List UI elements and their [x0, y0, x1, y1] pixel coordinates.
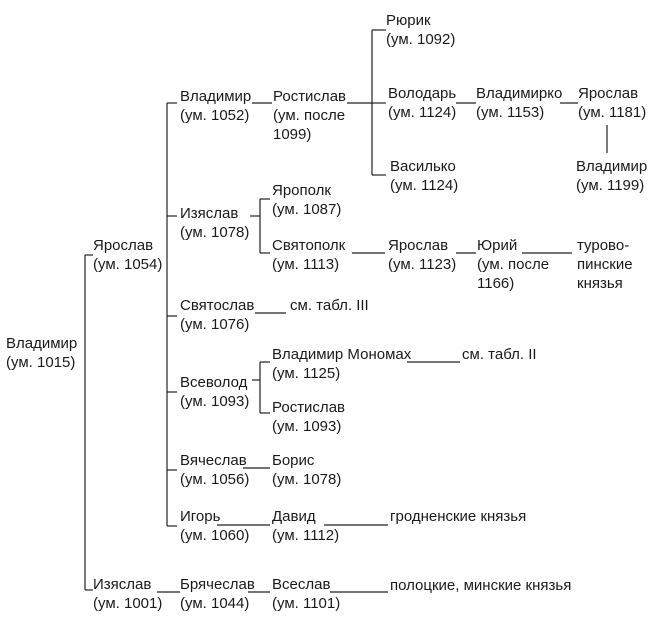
person-date: (ум. 1052) — [180, 107, 250, 124]
person-name: Ростислав — [272, 399, 346, 416]
person-vasilko-1124: Василько (ум. 1124) — [390, 157, 458, 195]
person-name: Василько — [390, 158, 456, 175]
person-date: (ум. 1092) — [386, 31, 456, 48]
person-volodar-1124: Володарь (ум. 1124) — [388, 84, 456, 122]
person-date: (ум. 1056) — [180, 471, 250, 488]
person-name: Изяслав — [93, 576, 152, 593]
person-name: Всеслав — [272, 576, 331, 593]
person-name: Владимир — [576, 158, 648, 175]
person-yaroslav-1054: Ярослав (ум. 1054) — [93, 236, 162, 274]
person-date: (ум. 1113) — [272, 256, 340, 273]
person-date: (ум. 1015) — [6, 354, 76, 371]
person-date: (ум. 1087) — [272, 201, 342, 218]
note-see-table-3: см. табл. III — [290, 297, 369, 314]
person-date: (ум. 1093) — [180, 393, 250, 410]
person-date: (ум. 1101) — [272, 595, 341, 612]
note-turov-pinsk: турово- пинские князья — [577, 236, 633, 293]
person-vladimir-1199: Владимир (ум. 1199) — [576, 157, 647, 195]
person-name: Владимир Мономах — [272, 346, 412, 363]
person-date: (ум. 1001) — [93, 595, 163, 612]
person-name: Ярослав — [578, 85, 639, 102]
person-yaroslav-1123: Ярослав (ум. 1123) — [388, 236, 456, 274]
person-name: Давид — [272, 508, 316, 525]
person-name: Рюрик — [386, 12, 431, 29]
person-date: (ум. 1199) — [576, 177, 645, 194]
person-monomakh-1125: Владимир Мономах (ум. 1125) — [272, 345, 411, 383]
person-vladimirko-1153: Владимирко (ум. 1153) — [476, 84, 562, 122]
person-svyatopolk-1113: Святополк (ум. 1113) — [272, 236, 345, 274]
person-date: (ум. 1181) — [578, 104, 647, 121]
note-line: пинские — [577, 256, 633, 273]
person-name: Изяслав — [180, 205, 239, 222]
note-grodno: гродненские князья — [390, 508, 527, 525]
person-name: Владимирко — [476, 85, 563, 102]
note-line: князья — [577, 275, 623, 292]
person-date: (ум. 1093) — [272, 418, 342, 435]
person-date-cont: 1166) — [477, 275, 515, 292]
person-vyacheslav-1056: Вячеслав (ум. 1056) — [180, 451, 249, 489]
person-ryurik-1092: Рюрик (ум. 1092) — [386, 11, 455, 49]
person-vsevolod-1093: Всеволод (ум. 1093) — [180, 373, 249, 411]
person-name: Владимир — [6, 335, 78, 352]
person-izyaslav-1078: Изяслав (ум. 1078) — [180, 204, 249, 242]
person-yaropolk-1087: Ярополк (ум. 1087) — [272, 181, 341, 219]
person-date: (ум. 1125) — [272, 365, 341, 382]
person-name: Святополк — [272, 237, 346, 254]
person-name: Всеволод — [180, 374, 248, 391]
person-name: Ярополк — [272, 182, 331, 199]
person-yaroslav-1181: Ярослав (ум. 1181) — [578, 84, 646, 122]
person-izyaslav-1001: Изяслав (ум. 1001) — [93, 575, 162, 613]
person-vseslav-1101: Всеслав (ум. 1101) — [272, 575, 340, 613]
person-date: (ум. после — [477, 256, 550, 273]
person-name: Святослав — [180, 297, 255, 314]
person-name: Ярослав — [388, 237, 449, 254]
note-polotsk: полоцкие, минские князья — [390, 577, 572, 594]
person-rostislav-1099: Ростислав (ум. после 1099) — [273, 87, 346, 144]
person-vladimir-1052: Владимир (ум. 1052) — [180, 87, 251, 125]
person-name: Игорь — [180, 508, 221, 525]
person-date: (ум. 1078) — [180, 224, 250, 241]
person-date: (ум. после — [273, 107, 346, 124]
person-name: Ростислав — [273, 88, 347, 105]
person-date: (ум. 1153) — [476, 104, 545, 121]
person-bryachislav-1044: Брячеслав (ум. 1044) — [180, 575, 255, 613]
person-date: (ум. 1123) — [388, 256, 457, 273]
person-rostislav-1093: Ростислав (ум. 1093) — [272, 398, 345, 436]
person-yuri-1166: Юрий (ум. после 1166) — [477, 236, 549, 293]
note-see-table-2: см. табл. II — [462, 346, 537, 363]
person-date: (ум. 1078) — [272, 471, 342, 488]
person-name: Володарь — [388, 85, 457, 102]
person-name: Владимир — [180, 88, 252, 105]
person-svyatoslav-1076: Святослав (ум. 1076) — [180, 296, 254, 334]
person-name: Ярослав — [93, 237, 154, 254]
person-name: Вячеслав — [180, 452, 247, 469]
person-date: (ум. 1054) — [93, 256, 163, 273]
person-date: (ум. 1076) — [180, 316, 250, 333]
person-name: Юрий — [477, 237, 518, 254]
person-name: Брячеслав — [180, 576, 255, 593]
person-igor-1060: Игорь (ум. 1060) — [180, 507, 249, 545]
person-boris-1078: Борис (ум. 1078) — [272, 451, 341, 489]
person-vladimir-1015: Владимир (ум. 1015) — [6, 334, 77, 372]
person-date: (ум. 1060) — [180, 527, 250, 544]
person-date: (ум. 1112) — [272, 527, 340, 544]
person-date: (ум. 1124) — [390, 177, 459, 194]
note-line: турово- — [577, 237, 630, 254]
person-name: Борис — [272, 452, 315, 469]
person-date: (ум. 1124) — [388, 104, 457, 121]
person-date: (ум. 1044) — [180, 595, 250, 612]
person-date-cont: 1099) — [273, 126, 312, 143]
person-david-1112: Давид (ум. 1112) — [272, 507, 339, 545]
